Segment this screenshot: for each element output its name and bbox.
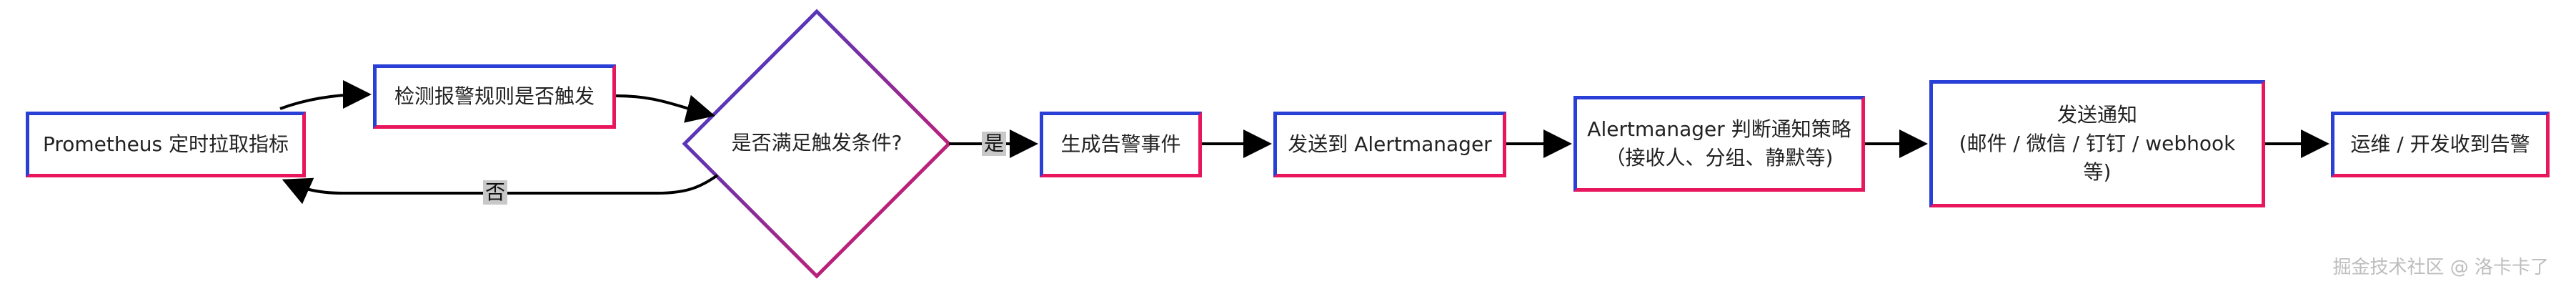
edge-rule-check-to-decision xyxy=(615,94,715,123)
edge-label-yes: 是 xyxy=(982,132,1007,156)
node-create-event: 生成告警事件 xyxy=(1040,112,1202,177)
edge-prometheus-to-rule-check xyxy=(279,80,372,110)
node-alertmanager-decide-label: Alertmanager 判断通知策略 （接收人、分组、静默等) xyxy=(1587,117,1851,170)
node-rule-check: 检测报警规则是否触发 xyxy=(373,64,616,129)
node-send-alertmanager: 发送到 Alertmanager xyxy=(1273,112,1506,177)
node-create-event-label: 生成告警事件 xyxy=(1060,132,1181,156)
node-receivers-label: 运维 / 开发收到告警 xyxy=(2350,132,2530,156)
decision-diamond xyxy=(682,9,952,279)
edge-label-no: 否 xyxy=(483,180,508,205)
node-prometheus-label: Prometheus 定时拉取指标 xyxy=(42,132,289,156)
decision-label: 是否满足触发条件? xyxy=(731,131,902,155)
node-send-notification-label: 发送通知 (邮件 / 微信 / 钉钉 / webhook 等) xyxy=(1959,103,2236,184)
node-receivers: 运维 / 开发收到告警 xyxy=(2331,112,2550,177)
node-send-notification: 发送通知 (邮件 / 微信 / 钉钉 / webhook 等) xyxy=(1929,80,2265,207)
node-send-alertmanager-label: 发送到 Alertmanager xyxy=(1288,132,1492,156)
node-alertmanager-decide: Alertmanager 判断通知策略 （接收人、分组、静默等) xyxy=(1573,96,1865,192)
node-prometheus: Prometheus 定时拉取指标 xyxy=(26,112,306,177)
watermark: 掘金技术社区 @ 洛卡卡了 xyxy=(2332,257,2549,278)
node-rule-check-label: 检测报警规则是否触发 xyxy=(394,84,595,108)
